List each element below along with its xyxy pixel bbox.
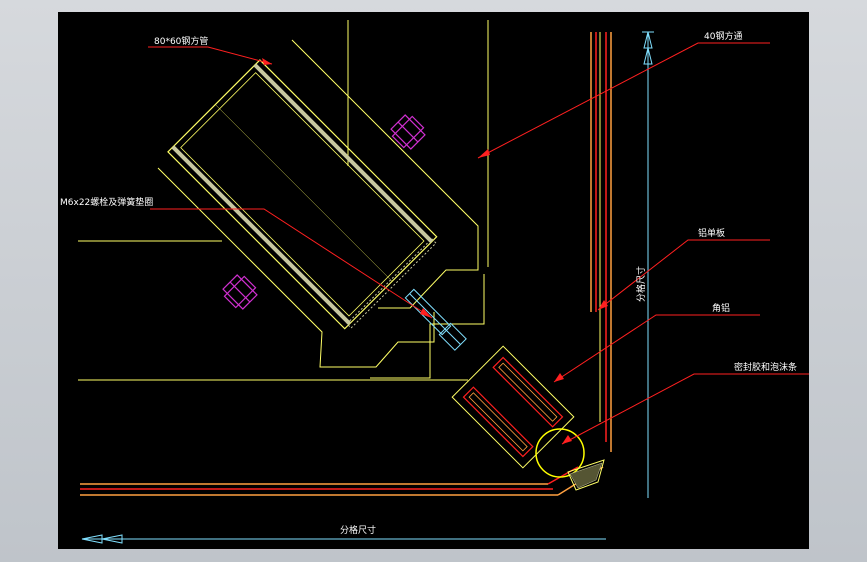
label-grid-size-horizontal: 分格尺寸 <box>340 524 376 536</box>
label-grid-size-vertical: 分格尺寸 <box>635 266 647 302</box>
reference-lines <box>78 20 489 381</box>
label-angle-aluminum: 角铝 <box>712 302 730 314</box>
sealant-foam <box>535 428 605 491</box>
leader-lines <box>148 42 809 445</box>
steel-tube-80x60 <box>167 59 438 330</box>
bracket-outline <box>157 39 485 379</box>
label-steel-tube: 80*60钢方管 <box>154 35 208 47</box>
cad-drawing: 80*60钢方管 40钢方通 M6x22螺栓及弹簧垫圈 铝单板 角铝 密封胶和泡… <box>58 12 809 549</box>
aluminum-plate-vertical <box>590 32 612 452</box>
label-square-tube: 40钢方通 <box>704 30 742 42</box>
bolt-lower <box>222 274 258 310</box>
label-sealant: 密封胶和泡沫条 <box>734 361 797 373</box>
leader-arrowheads <box>262 58 608 444</box>
label-bolt: M6x22螺栓及弹簧垫圈 <box>60 196 153 208</box>
bolt-upper <box>390 114 426 150</box>
dimension-vertical <box>642 31 654 498</box>
drawing-canvas[interactable]: 80*60钢方管 40钢方通 M6x22螺栓及弹簧垫圈 铝单板 角铝 密封胶和泡… <box>58 12 809 549</box>
angle-aluminum <box>451 345 575 469</box>
m6-bolt-shaft <box>404 288 467 351</box>
label-aluminum-plate: 铝单板 <box>698 227 725 239</box>
dimension-horizontal <box>81 534 606 544</box>
